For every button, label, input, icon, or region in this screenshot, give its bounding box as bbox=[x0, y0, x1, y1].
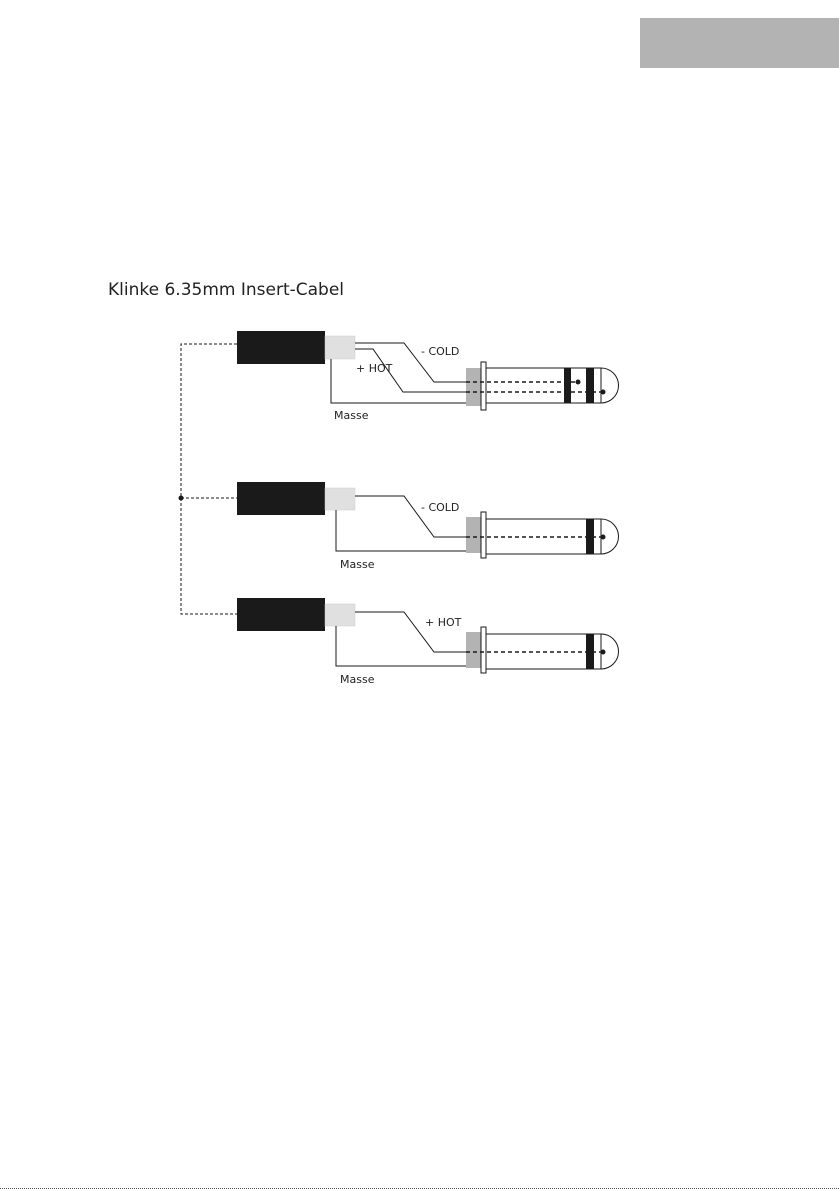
ground-label: Masse bbox=[334, 409, 369, 422]
hot-label: + HOT bbox=[425, 616, 462, 629]
ground-wire bbox=[336, 510, 469, 551]
plug-sleeve-collar bbox=[466, 632, 481, 668]
ground-label: Masse bbox=[340, 558, 375, 571]
plug-sleeve-collar bbox=[466, 368, 481, 406]
tip-contact-dot bbox=[601, 390, 606, 395]
ground-label: Masse bbox=[340, 673, 375, 686]
hot-label: + HOT bbox=[356, 362, 393, 375]
cable-jacket bbox=[237, 482, 325, 515]
ground-wire bbox=[331, 359, 469, 403]
plug-shaft bbox=[486, 368, 619, 403]
plug-flange bbox=[481, 512, 486, 558]
tip-contact-dot bbox=[601, 535, 606, 540]
page-bottom-edge bbox=[0, 1188, 839, 1189]
plug-flange bbox=[481, 627, 486, 673]
ts-plug-cold: - COLD Masse bbox=[237, 482, 619, 571]
cold-label: - COLD bbox=[421, 501, 459, 514]
tip-insulator bbox=[586, 368, 594, 403]
cable-jacket bbox=[237, 598, 325, 631]
ts-plug-hot: + HOT Masse bbox=[237, 598, 619, 686]
plug-flange bbox=[481, 362, 486, 410]
cold-label: - COLD bbox=[421, 345, 459, 358]
ring-insulator bbox=[564, 368, 571, 403]
cable-end bbox=[325, 604, 355, 626]
tip-contact-dot bbox=[601, 650, 606, 655]
trs-plug: - COLD + HOT Masse bbox=[237, 331, 619, 422]
ring-contact-dot bbox=[576, 380, 581, 385]
cable-end bbox=[325, 488, 355, 510]
cable-end bbox=[325, 336, 355, 359]
junction-dot bbox=[179, 496, 184, 501]
plug-sleeve-collar bbox=[466, 517, 481, 553]
common-connector-line bbox=[181, 344, 237, 614]
cable-jacket bbox=[237, 331, 325, 364]
ground-wire bbox=[336, 626, 469, 666]
